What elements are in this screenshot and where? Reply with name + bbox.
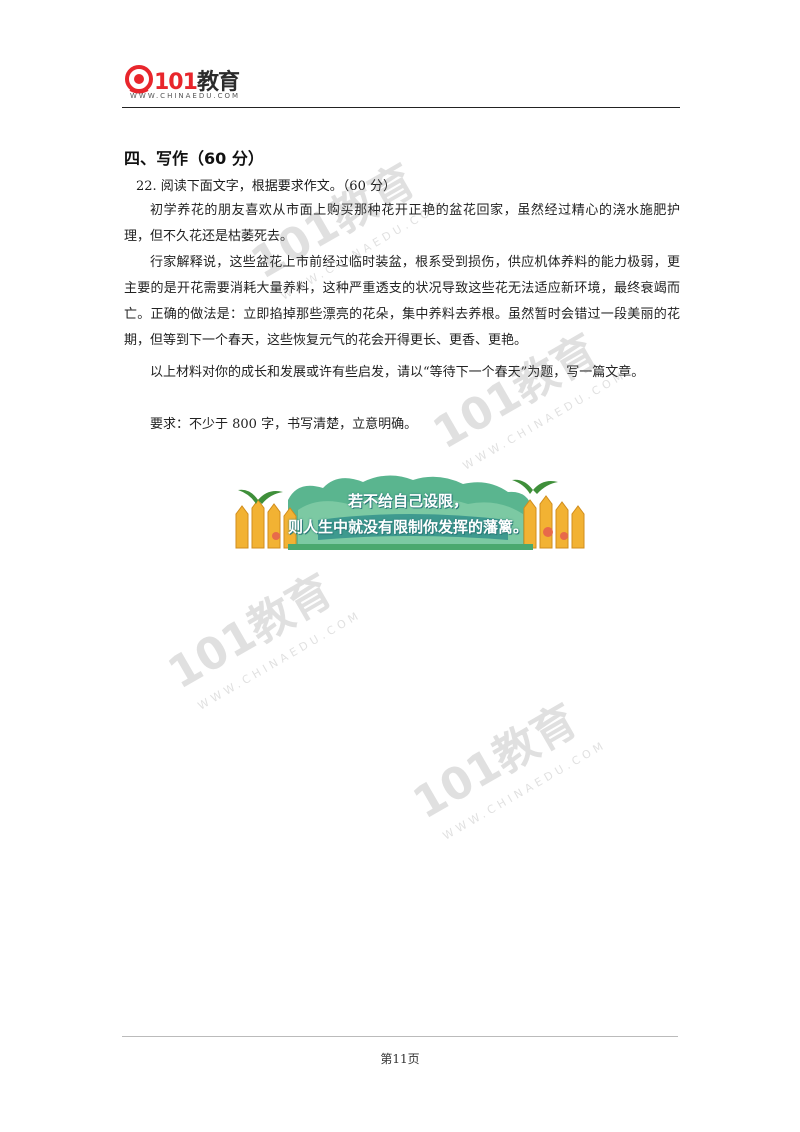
requirements-paragraph: 要求：不少于 800 字，书写清楚，立意明确。 [150,417,418,432]
question-prompt: 22. 阅读下面文字，根据要求作文。（60 分） [136,179,396,194]
header-divider [122,107,680,108]
logo-mark-icon [125,65,153,94]
page-number: 第11页 [380,1052,420,1066]
motto-banner: 若不给自己设限， 则人生中就没有限制你发挥的藩篱。 [228,470,588,550]
banner-line-1: 若不给自己设限， [347,492,468,510]
banner-line-2: 则人生中就没有限制你发挥的藩篱。 [287,518,528,536]
material-paragraph-3: 以上材料对你的成长和发展或许有些启发，请以“等待下一个春天”为题，写一篇文章。 [150,365,645,380]
material-paragraph-1: 初学养花的朋友喜欢从市面上购买那种花开正艳的盆花回家，虽然经过精心的浇水施肥护理… [124,203,680,244]
material-paragraph-2: 行家解释说，这些盆花上市前经过临时装盆，根系受到损伤，供应机体养料的能力极弱，更… [124,255,680,348]
banner-illustration [235,475,585,550]
footer-divider [122,1036,678,1037]
section-title: 四、写作（60 分） [124,149,264,168]
brand-logo: 101教育 WWW.CHINAEDU.COM [124,64,264,104]
logo-url: WWW.CHINAEDU.COM [130,92,241,100]
logo-brand-text: 101教育 [154,70,240,95]
